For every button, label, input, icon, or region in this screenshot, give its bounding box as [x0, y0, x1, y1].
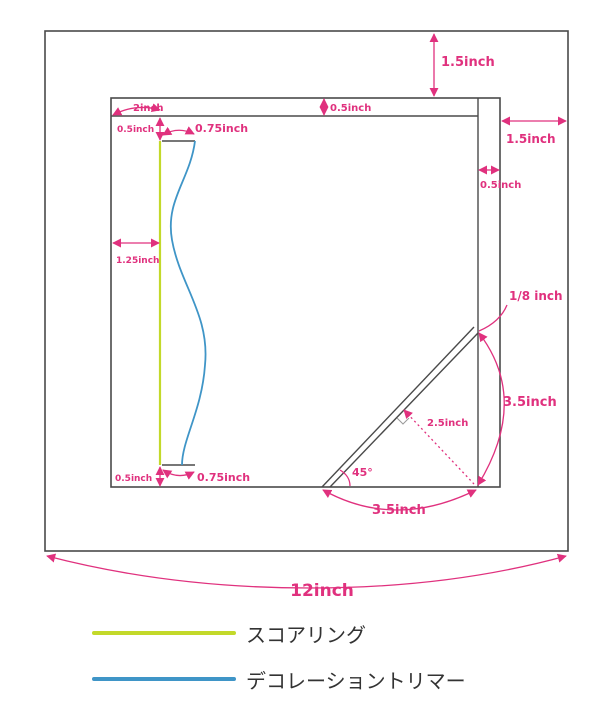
label-lower-v: 0.5inch [115, 474, 152, 484]
label-right-margin: 1.5inch [506, 132, 556, 146]
label-corner-gap: 1/8 inch [509, 289, 563, 303]
diagonal-strip-outer [321, 326, 475, 488]
label-altitude: 2.5inch [427, 418, 468, 429]
label-triangle-height: 3.5inch [503, 395, 557, 410]
arrow-lower-h [162, 469, 195, 480]
right-angle-mark [396, 417, 410, 425]
arrow-altitude [403, 409, 475, 485]
label-upper-v: 0.5inch [117, 125, 154, 135]
label-left-offset: 1.25inch [116, 256, 159, 266]
label-top-strip: 0.5inch [330, 103, 371, 114]
label-angle: 45° [352, 466, 373, 479]
label-right-strip: 0.5inch [480, 180, 521, 191]
arrow-left-width [112, 103, 161, 116]
arrow-corner-gap [478, 304, 508, 332]
arrow-upper-h [162, 126, 195, 136]
arrow-triangle-base [322, 489, 477, 511]
trimmer-curve [169, 140, 207, 466]
label-left-width: 2inch [133, 103, 164, 114]
label-upper-h: 0.75inch [195, 122, 248, 135]
label-lower-h: 0.75inch [197, 471, 250, 484]
label-top-margin: 1.5inch [441, 55, 495, 70]
label-overall-width: 12inch [290, 581, 354, 601]
inner-square [110, 97, 501, 488]
angle-arc [339, 469, 351, 487]
label-triangle-base: 3.5inch [372, 503, 426, 518]
arrow-overall-width [46, 553, 567, 589]
outer-square [44, 30, 569, 552]
arrow-triangle-height [477, 332, 505, 486]
